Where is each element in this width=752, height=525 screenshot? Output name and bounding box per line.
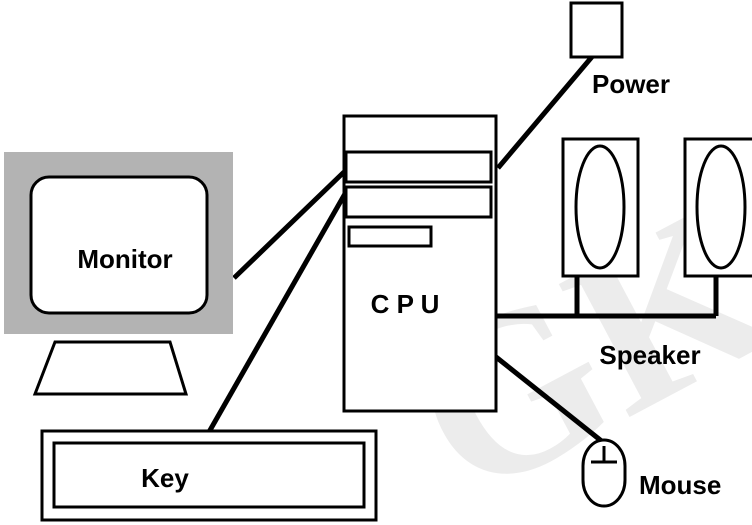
power-outlet <box>569 1 624 59</box>
key-label: Key <box>141 463 189 493</box>
monitor: Monitor <box>4 152 233 396</box>
mouse-label: Mouse <box>639 470 721 500</box>
keyboard <box>40 429 378 522</box>
cpu-floppy-slot <box>347 225 433 248</box>
speaker-left <box>561 137 640 278</box>
cpu-drive-bay-1 <box>344 150 493 184</box>
cpu-tower <box>342 114 498 413</box>
monitor-label: Monitor <box>77 244 172 274</box>
cpu-drive-bay-2 <box>344 185 493 219</box>
cpu-label: C P U <box>371 289 440 319</box>
speaker-right-cone <box>695 144 747 270</box>
power-label: Power <box>592 69 670 99</box>
speaker-label: Speaker <box>599 340 700 370</box>
connection-lines <box>206 24 719 445</box>
mouse <box>581 438 627 508</box>
mouse-cpu-cable <box>494 355 606 445</box>
mouse-body <box>581 438 627 508</box>
monitor-screen <box>29 175 209 315</box>
monitor-cpu-cable <box>232 170 346 280</box>
speaker-right <box>683 137 752 278</box>
speaker-left-cone <box>574 144 626 270</box>
keyboard-inner <box>52 441 366 509</box>
monitor-stand <box>32 340 189 396</box>
keyboard-cpu-cable <box>206 190 349 434</box>
power-socket: Power <box>569 1 670 99</box>
